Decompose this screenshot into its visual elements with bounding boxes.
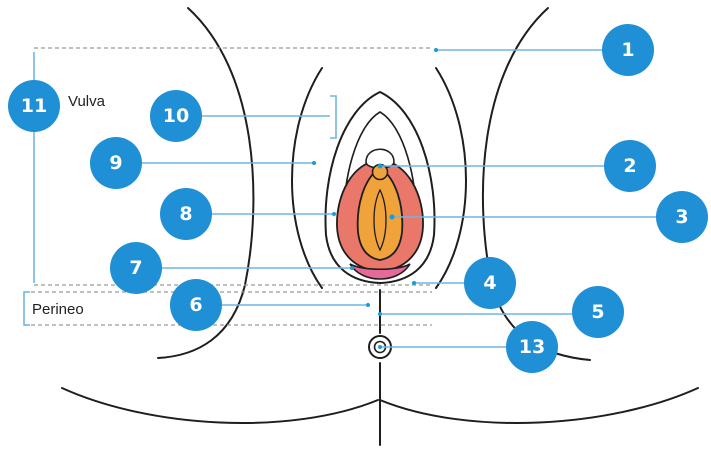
fourchette xyxy=(349,263,411,280)
svg-text:10: 10 xyxy=(163,105,189,127)
svg-text:13: 13 xyxy=(519,336,545,358)
svg-text:7: 7 xyxy=(129,257,142,279)
perineo-label: Perineo xyxy=(32,301,84,318)
perineum-bracket xyxy=(23,291,30,326)
leader-dot-8 xyxy=(332,212,336,216)
marker-10-bracket xyxy=(330,95,337,139)
leader-dot-6 xyxy=(366,303,370,307)
marker-badge-3: 3 xyxy=(656,191,708,243)
leader-dot-3 xyxy=(389,214,395,220)
left-outer-thigh-curve xyxy=(157,7,255,359)
labia-majora-outline xyxy=(324,90,436,285)
svg-text:11: 11 xyxy=(21,95,47,117)
marker-badge-1: 1 xyxy=(602,24,654,76)
clitoral-hood xyxy=(365,148,395,169)
vaginal-opening xyxy=(373,188,387,252)
marker-badge-5: 5 xyxy=(572,286,624,338)
marker-badge-2: 2 xyxy=(604,140,656,192)
marker-badge-10: 10 xyxy=(150,90,202,142)
marker-badge-11: 11 xyxy=(8,80,60,132)
marker-badge-6: 6 xyxy=(170,279,222,331)
labia-minora xyxy=(356,166,404,261)
svg-text:8: 8 xyxy=(179,203,192,225)
svg-text:5: 5 xyxy=(591,301,604,323)
marker-badge-4: 4 xyxy=(464,257,516,309)
left-buttock-curve xyxy=(61,387,379,424)
leader-dot-1 xyxy=(434,48,438,52)
marker-badge-8: 8 xyxy=(160,188,212,240)
leader-dot-5 xyxy=(378,312,382,316)
marker-badge-7: 7 xyxy=(110,242,162,294)
vulva-label: Vulva xyxy=(68,93,106,110)
leader-dot-2 xyxy=(377,163,383,169)
leader-dot-9 xyxy=(312,161,316,165)
left-inner-thigh-curve xyxy=(291,67,323,289)
leader-dot-13 xyxy=(378,345,382,349)
svg-text:4: 4 xyxy=(483,272,496,294)
svg-text:1: 1 xyxy=(621,39,634,61)
svg-text:6: 6 xyxy=(189,294,202,316)
marker-badge-9: 9 xyxy=(90,137,142,189)
marker-badge-13: 13 xyxy=(506,321,558,373)
svg-text:9: 9 xyxy=(109,152,122,174)
svg-text:3: 3 xyxy=(675,206,688,228)
leader-dot-7 xyxy=(350,266,354,270)
right-inner-thigh-curve xyxy=(435,67,467,289)
leader-dot-4 xyxy=(412,281,416,285)
right-buttock-curve xyxy=(379,387,699,424)
svg-text:2: 2 xyxy=(623,155,636,177)
